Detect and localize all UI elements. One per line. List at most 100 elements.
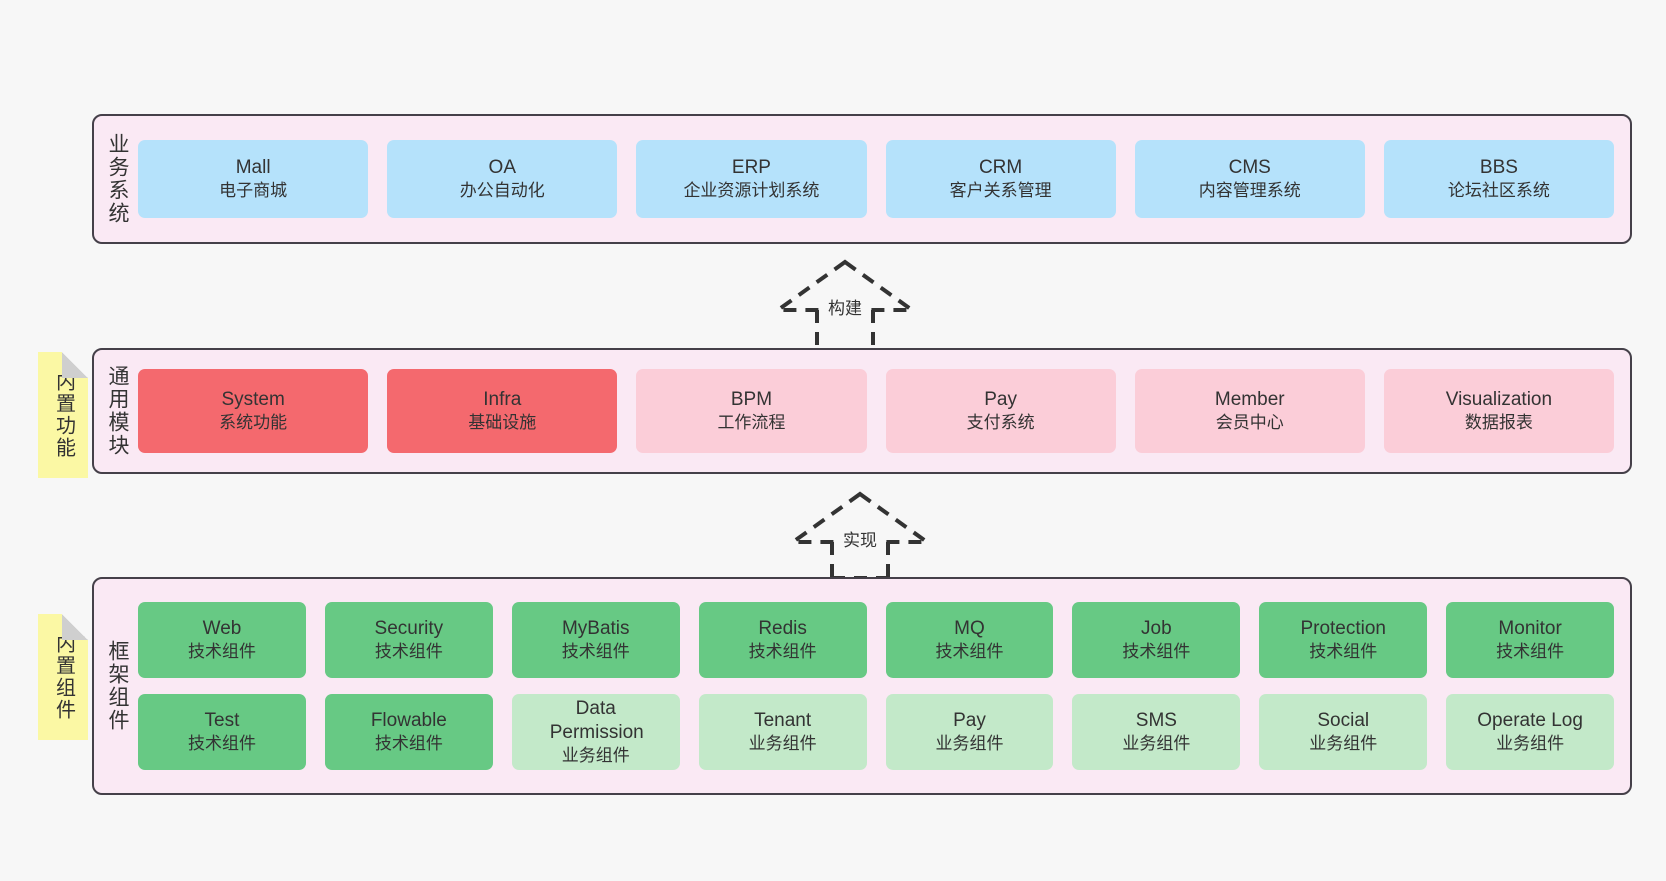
card-data-permission[interactable]: Data Permission 业务组件	[511, 694, 680, 770]
card-title: Visualization	[1445, 388, 1553, 410]
folded-corner-icon	[62, 614, 88, 640]
card-monitor[interactable]: Monitor 技术组件	[1446, 602, 1615, 678]
connector-implement: 实现	[775, 490, 945, 586]
card-row: System 系统功能 Infra 基础设施 BPM 工作流程 Pay 支付系统…	[138, 369, 1614, 453]
card-subtitle: 业务组件	[1496, 734, 1565, 754]
card-web[interactable]: Web 技术组件	[138, 602, 306, 678]
card-subtitle: 技术组件	[1309, 642, 1378, 662]
card-subtitle: 技术组件	[748, 642, 817, 662]
sticky-note-label: 内置组件	[52, 633, 75, 721]
card-visualization[interactable]: Visualization 数据报表	[1383, 369, 1614, 453]
card-subtitle: 技术组件	[187, 734, 256, 754]
card-subtitle: 技术组件	[561, 642, 630, 662]
card-subtitle: 业务组件	[1122, 734, 1191, 754]
card-mq[interactable]: MQ 技术组件	[885, 602, 1054, 678]
card-bpm[interactable]: BPM 工作流程	[636, 369, 867, 453]
card-title: MQ	[954, 617, 985, 639]
card-title: Operate Log	[1477, 709, 1583, 731]
card-subtitle: 企业资源计划系统	[683, 181, 820, 201]
card-subtitle: 数据报表	[1464, 413, 1533, 433]
card-protection[interactable]: Protection 技术组件	[1259, 602, 1428, 678]
card-title: Flowable	[370, 709, 447, 731]
card-subtitle: 内容管理系统	[1198, 181, 1301, 201]
card-title: Test	[204, 709, 240, 731]
card-oa[interactable]: OA 办公自动化	[387, 140, 618, 218]
card-flowable[interactable]: Flowable 技术组件	[324, 694, 493, 770]
card-title: MyBatis	[561, 617, 630, 639]
card-subtitle: 技术组件	[935, 642, 1004, 662]
card-row: Test 技术组件 Flowable 技术组件 Data Permission …	[138, 694, 1615, 770]
card-subtitle: 业务组件	[1309, 734, 1378, 754]
card-title: OA	[488, 156, 516, 178]
layer-framework-component: 框架组件 Web 技术组件 Security 技术组件 MyBatis 技术组件…	[92, 577, 1632, 795]
folded-corner-icon	[62, 352, 88, 378]
connector-implement-label: 实现	[840, 526, 880, 551]
card-subtitle: 技术组件	[187, 642, 256, 662]
card-title: Job	[1141, 617, 1172, 639]
card-title: Protection	[1300, 617, 1386, 639]
card-title: Tenant	[754, 709, 812, 731]
card-mybatis[interactable]: MyBatis 技术组件	[511, 602, 680, 678]
card-title: BPM	[730, 388, 773, 410]
card-job[interactable]: Job 技术组件	[1072, 602, 1241, 678]
card-system[interactable]: System 系统功能	[138, 369, 369, 453]
card-subtitle: 业务组件	[935, 734, 1004, 754]
card-pay-business[interactable]: Pay 业务组件	[885, 694, 1054, 770]
card-title: Monitor	[1498, 617, 1562, 639]
connector-build: 构建	[760, 258, 930, 354]
card-subtitle: 技术组件	[1496, 642, 1565, 662]
layer-body-framework-component: Web 技术组件 Security 技术组件 MyBatis 技术组件 Redi…	[138, 579, 1630, 793]
card-title: Infra	[483, 388, 522, 410]
layer-common-module: 通用模块 System 系统功能 Infra 基础设施 BPM 工作流程 Pay…	[92, 348, 1632, 474]
card-subtitle: 技术组件	[1122, 642, 1191, 662]
card-subtitle: 电子商城	[219, 181, 288, 201]
layer-title-framework-component: 框架组件	[106, 640, 130, 732]
card-security[interactable]: Security 技术组件	[324, 602, 493, 678]
connector-build-label: 构建	[825, 294, 865, 319]
card-test[interactable]: Test 技术组件	[138, 694, 306, 770]
sticky-note-builtin-features: 内置功能	[38, 352, 88, 478]
sticky-note-builtin-components: 内置组件	[38, 614, 88, 740]
card-member[interactable]: Member 会员中心	[1134, 369, 1365, 453]
layer-body-common-module: System 系统功能 Infra 基础设施 BPM 工作流程 Pay 支付系统…	[138, 350, 1630, 472]
card-sms[interactable]: SMS 业务组件	[1072, 694, 1241, 770]
card-title: CMS	[1228, 156, 1271, 178]
card-subtitle: 客户关系管理	[949, 181, 1052, 201]
card-social[interactable]: Social 业务组件	[1259, 694, 1428, 770]
card-cms[interactable]: CMS 内容管理系统	[1134, 140, 1365, 218]
layer-business-system: 业务系统 Mall 电子商城 OA 办公自动化 ERP 企业资源计划系统 CRM…	[92, 114, 1632, 244]
card-pay[interactable]: Pay 支付系统	[885, 369, 1116, 453]
card-subtitle: 工作流程	[717, 413, 786, 433]
sticky-note-label: 内置功能	[52, 371, 75, 459]
card-row: Web 技术组件 Security 技术组件 MyBatis 技术组件 Redi…	[138, 602, 1615, 678]
card-title: Social	[1317, 709, 1370, 731]
card-subtitle: 技术组件	[374, 642, 443, 662]
card-title: Data Permission	[549, 697, 644, 744]
card-operate-log[interactable]: Operate Log 业务组件	[1446, 694, 1615, 770]
card-title: System	[221, 388, 285, 410]
card-title: Pay	[984, 388, 1017, 410]
card-crm[interactable]: CRM 客户关系管理	[885, 140, 1116, 218]
card-subtitle: 支付系统	[966, 413, 1035, 433]
card-infra[interactable]: Infra 基础设施	[387, 369, 618, 453]
card-mall[interactable]: Mall 电子商城	[138, 140, 369, 218]
card-subtitle: 业务组件	[561, 746, 630, 766]
card-title: Web	[202, 617, 242, 639]
card-title: BBS	[1479, 156, 1518, 178]
card-bbs[interactable]: BBS 论坛社区系统	[1383, 140, 1614, 218]
card-title: Pay	[953, 709, 986, 731]
card-title: Redis	[758, 617, 807, 639]
card-subtitle: 论坛社区系统	[1447, 181, 1550, 201]
card-subtitle: 系统功能	[219, 413, 288, 433]
card-redis[interactable]: Redis 技术组件	[698, 602, 867, 678]
card-tenant[interactable]: Tenant 业务组件	[698, 694, 867, 770]
card-title: CRM	[978, 156, 1023, 178]
card-erp[interactable]: ERP 企业资源计划系统	[636, 140, 867, 218]
card-subtitle: 会员中心	[1215, 413, 1284, 433]
card-subtitle: 技术组件	[374, 734, 443, 754]
card-title: Security	[374, 617, 444, 639]
card-title: SMS	[1135, 709, 1177, 731]
card-subtitle: 业务组件	[748, 734, 817, 754]
card-subtitle: 基础设施	[468, 413, 537, 433]
